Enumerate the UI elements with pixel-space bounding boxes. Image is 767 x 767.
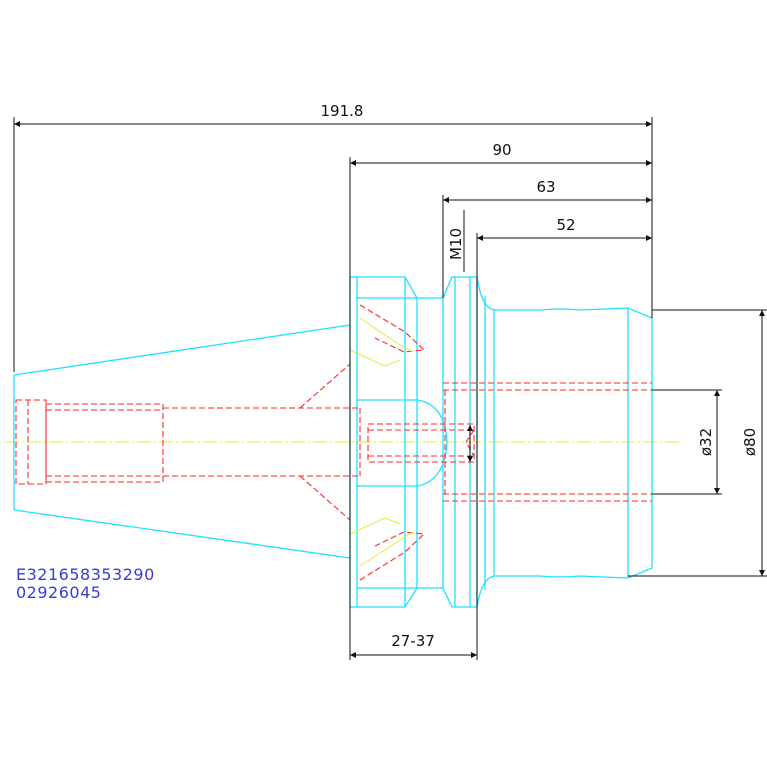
drive-slot-lines: [349, 317, 414, 567]
dim-length-63: 63: [536, 178, 555, 196]
holder-outline: [13, 276, 653, 608]
dim-range: 27-37: [391, 632, 435, 650]
part-code-line1: E321658353290: [16, 565, 155, 584]
part-code-line2: 02926045: [16, 583, 101, 602]
dim-length-90: 90: [492, 141, 511, 159]
dim-overall-length: 191.8: [321, 102, 364, 120]
dim-dia-inner: ø32: [697, 428, 715, 456]
dimension-lines: [13, 117, 767, 660]
dim-length-52: 52: [556, 216, 575, 234]
hidden-features: [15, 304, 652, 581]
dim-thread: M10: [447, 228, 465, 260]
dim-dia-outer: ø80: [741, 428, 759, 456]
